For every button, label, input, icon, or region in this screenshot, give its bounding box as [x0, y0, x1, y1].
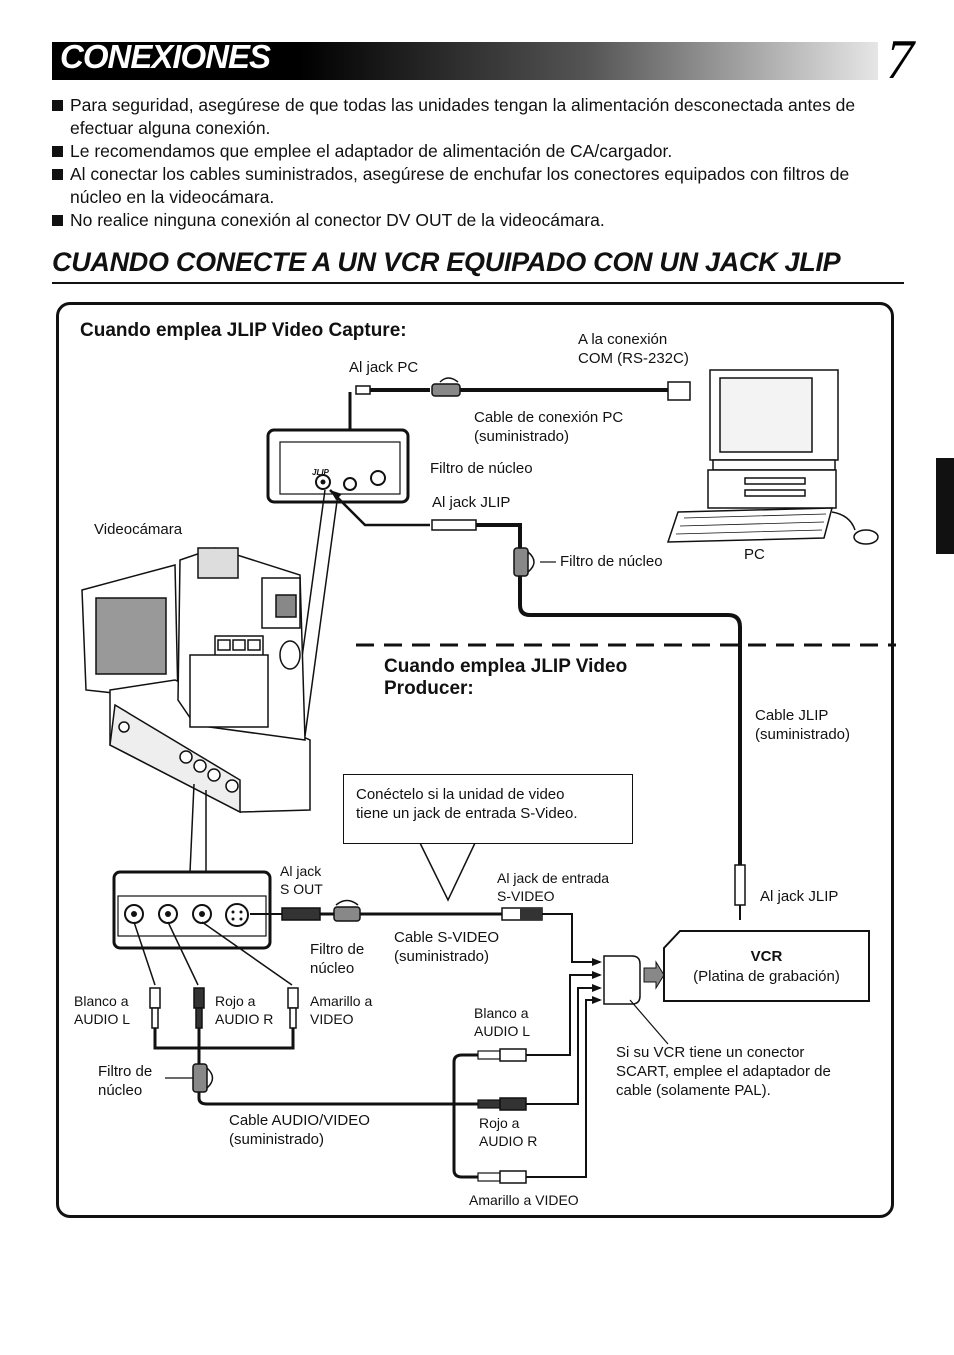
vcr-illustration — [663, 930, 870, 1002]
header-bar — [52, 42, 878, 80]
label-av-cable: Cable AUDIO/VIDEO (suministrado) — [229, 1112, 370, 1148]
label-jlip-jack-bottom: Al jack JLIP — [760, 888, 839, 905]
vcr-title: VCR — [750, 948, 783, 965]
rca-plug-yellow-right — [477, 1170, 527, 1184]
section-title: CUANDO CONECTE A UN VCR EQUIPADO CON UN … — [52, 247, 841, 277]
label-core-filter-3: Filtro de núcleo — [310, 941, 365, 977]
page-title: CONEXIONES — [60, 38, 271, 75]
label-pc: PC — [744, 546, 765, 563]
label-core-filter-4: Filtro de núcleo — [98, 1063, 153, 1099]
jlip-port-label: JLIP — [312, 468, 329, 477]
label-yellow-video-2: Amarillo a VIDEO — [469, 1192, 579, 1208]
core-filter — [192, 1063, 208, 1093]
rca-plug-red — [193, 987, 205, 1029]
label-red-audio-r-2: Rojo a AUDIO R — [479, 1115, 538, 1149]
svideo-callout-box — [343, 774, 633, 844]
list-item: Para seguridad, asegúrese de que todas l… — [50, 94, 900, 140]
label-yellow-video: Amarillo a VIDEO — [310, 993, 373, 1027]
label-white-audio-l: Blanco a AUDIO L — [74, 993, 131, 1027]
label-svideo-in: Al jack de entrada S-VIDEO — [497, 870, 610, 904]
label-s-out: Al jack S OUT — [280, 863, 323, 897]
camcorder-illustration — [81, 547, 311, 814]
label-core-filter-2: Filtro de núcleo — [560, 553, 663, 570]
core-filter — [333, 906, 361, 922]
page-number: 7 — [886, 29, 914, 91]
label-white-audio-l-2: Blanco a AUDIO L — [474, 1005, 531, 1039]
label-red-audio-r: Rojo a AUDIO R — [215, 993, 274, 1027]
scart-adapter — [603, 955, 641, 1005]
arrow-right-icon — [643, 960, 665, 990]
capture-heading: Cuando emplea JLIP Video Capture: — [80, 320, 407, 341]
precautions-list: Para seguridad, asegúrese de que todas l… — [50, 94, 900, 232]
label-core-filter-1: Filtro de núcleo — [430, 460, 533, 477]
label-jlip-cable: Cable JLIP (suministrado) — [755, 707, 851, 743]
producer-heading: Cuando emplea JLIP Video Producer: — [384, 656, 628, 699]
connection-diagram-frame — [56, 302, 894, 1218]
side-tab-marker — [936, 458, 954, 554]
s-out-port-icon — [225, 903, 249, 927]
label-com-connection: A la conexión COM (RS-232C) — [578, 331, 689, 367]
rca-plug-white — [149, 987, 161, 1029]
core-filter — [431, 383, 461, 397]
label-scart-note: Si su VCR tiene un conector SCART, emple… — [616, 1044, 831, 1099]
list-item: No realice ninguna conexión al conector … — [50, 209, 900, 232]
rca-plug-white-right — [477, 1048, 527, 1062]
label-svideo-cable: Cable S-VIDEO (suministrado) — [394, 929, 500, 965]
pc-port-icon — [343, 477, 357, 491]
label-pc-jack: Al jack PC — [349, 359, 419, 376]
list-item: Al conectar los cables suministrados, as… — [50, 163, 900, 209]
core-filter — [513, 547, 529, 577]
label-camcorder: Videocámara — [94, 521, 183, 538]
label-jlip-jack-top: Al jack JLIP — [432, 494, 511, 511]
pc-illustration — [666, 369, 879, 545]
svideo-callout-text: Conéctelo si la unidad de video tiene un… — [356, 786, 578, 822]
rca-plug-yellow — [287, 987, 299, 1029]
section-divider — [52, 282, 904, 284]
com-connector — [667, 381, 691, 401]
label-pc-cable: Cable de conexión PC (suministrado) — [474, 409, 624, 445]
vcr-subtitle: (Platina de grabación) — [693, 968, 840, 985]
list-item: Le recomendamos que emplee el adaptador … — [50, 140, 900, 163]
rca-plug-red-right — [477, 1097, 527, 1111]
